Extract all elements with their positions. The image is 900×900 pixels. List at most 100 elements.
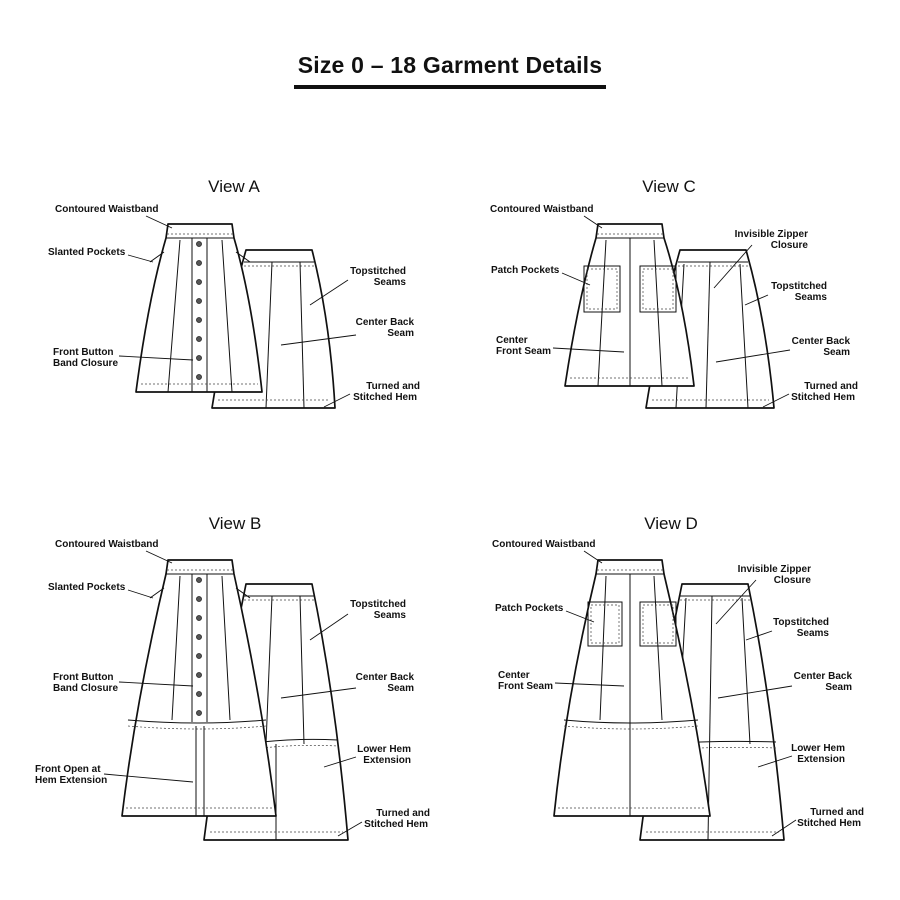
- leader-line: [717, 685, 793, 699]
- label-center: Center: [498, 670, 530, 681]
- button-icon: [196, 596, 202, 602]
- leader-line: [744, 294, 769, 306]
- label-contoured-waistband: Contoured Waistband: [492, 539, 596, 550]
- label-slanted-pockets: Slanted Pockets: [48, 582, 126, 593]
- button-icon: [196, 577, 202, 583]
- button-icon: [196, 374, 202, 380]
- label-extension: Extension: [363, 755, 411, 766]
- page-title: Size 0 – 18 Garment Details: [293, 52, 607, 89]
- label-topstitched: Topstitched: [350, 599, 406, 610]
- leader-line: [565, 610, 595, 623]
- view-c-title: View C: [642, 177, 696, 196]
- patch-pocket-right: [639, 601, 677, 647]
- patch-pocket-left: [587, 601, 623, 647]
- leader-line: [715, 349, 791, 363]
- leader-line: [715, 579, 757, 625]
- label-center: Center: [496, 335, 528, 346]
- label-topstitched: Topstitched: [773, 617, 829, 628]
- label-stitched-hem: Stitched Hem: [364, 819, 428, 830]
- view-a-front-skirt: [135, 223, 263, 393]
- label-seam: Seam: [387, 328, 414, 339]
- label-contoured-waistband: Contoured Waistband: [55, 204, 159, 215]
- button-icon: [196, 279, 202, 285]
- leader-line: [583, 215, 603, 229]
- leader-line: [583, 550, 603, 564]
- label-seams: Seams: [374, 277, 407, 288]
- label-lower-hem: Lower Hem: [357, 744, 411, 755]
- leader-line: [323, 393, 351, 408]
- view-a-title: View A: [208, 177, 260, 196]
- view-d-front-skirt: [553, 559, 711, 817]
- label-seam: Seam: [387, 683, 414, 694]
- label-center-back: Center Back: [792, 336, 851, 347]
- view-c-front-skirt: [564, 223, 695, 387]
- button-icon: [196, 691, 202, 697]
- label-contoured-waistband: Contoured Waistband: [55, 539, 159, 550]
- label-closure: Closure: [771, 240, 809, 251]
- button-icon: [196, 317, 202, 323]
- view-c: View C Contoured Waistband Patch Pockets…: [490, 177, 858, 409]
- label-topstitched: Topstitched: [771, 281, 827, 292]
- label-front-seam: Front Seam: [496, 346, 551, 357]
- label-center-back: Center Back: [356, 672, 415, 683]
- label-turned-and: Turned and: [366, 381, 420, 392]
- view-d: View D Contoured Waistband: [492, 514, 864, 841]
- button-icon: [196, 634, 202, 640]
- leader-line: [757, 755, 793, 768]
- label-contoured-waistband: Contoured Waistband: [490, 204, 594, 215]
- button-icon: [196, 615, 202, 621]
- label-stitched-hem: Stitched Hem: [353, 392, 417, 403]
- label-seams: Seams: [374, 610, 407, 621]
- view-d-title: View D: [644, 514, 698, 533]
- patch-pocket-left: [583, 265, 621, 313]
- button-icon: [196, 355, 202, 361]
- leader-line: [552, 347, 625, 353]
- label-topstitched: Topstitched: [350, 266, 406, 277]
- leader-line: [127, 589, 154, 599]
- label-turned-and: Turned and: [376, 808, 430, 819]
- label-closure: Closure: [774, 575, 812, 586]
- label-slanted-pockets: Slanted Pockets: [48, 247, 126, 258]
- leader-line: [145, 215, 173, 229]
- label-seams: Seams: [797, 628, 830, 639]
- leader-line: [337, 821, 363, 837]
- button-icon: [196, 653, 202, 659]
- leader-line: [118, 681, 194, 687]
- label-lower-hem: Lower Hem: [791, 743, 845, 754]
- view-a-buttons: [196, 241, 202, 380]
- label-front-open-at: Front Open at: [35, 764, 101, 775]
- leader-line: [309, 613, 349, 641]
- leader-line: [103, 773, 194, 783]
- label-invisible-zipper: Invisible Zipper: [738, 564, 811, 575]
- leader-line: [309, 279, 349, 306]
- view-b: View B: [35, 514, 430, 841]
- leader-line: [713, 244, 753, 289]
- label-turned-and: Turned and: [810, 807, 864, 818]
- label-center-back: Center Back: [356, 317, 415, 328]
- leader-line: [745, 630, 773, 641]
- leader-line: [127, 254, 154, 263]
- label-turned-and: Turned and: [804, 381, 858, 392]
- label-stitched-hem: Stitched Hem: [791, 392, 855, 403]
- label-front-seam: Front Seam: [498, 681, 553, 692]
- button-icon: [196, 298, 202, 304]
- label-center-back: Center Back: [794, 671, 853, 682]
- leader-line: [280, 334, 357, 346]
- button-icon: [196, 260, 202, 266]
- label-hem-extension: Hem Extension: [35, 775, 107, 786]
- label-front-button: Front Button: [53, 672, 114, 683]
- view-b-buttons: [196, 577, 202, 716]
- button-icon: [196, 710, 202, 716]
- label-seam: Seam: [825, 682, 852, 693]
- button-icon: [196, 672, 202, 678]
- label-seams: Seams: [795, 292, 828, 303]
- leader-line: [554, 682, 625, 687]
- leader-line: [280, 687, 357, 699]
- leader-line: [118, 355, 194, 361]
- button-icon: [196, 241, 202, 247]
- leader-line: [323, 756, 357, 768]
- leader-line: [771, 819, 797, 837]
- leader-line: [145, 550, 173, 564]
- label-patch-pockets: Patch Pockets: [491, 265, 560, 276]
